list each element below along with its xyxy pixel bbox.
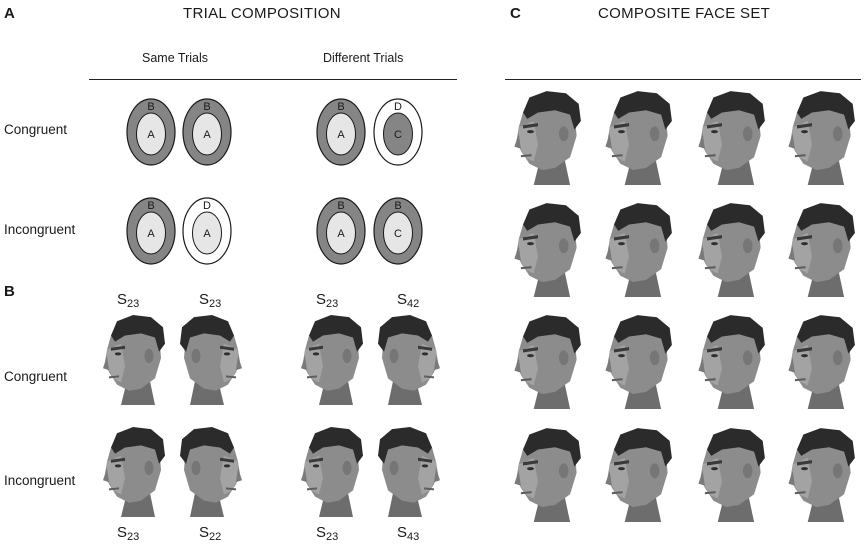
stimulus-oval-5: BA [126, 197, 176, 265]
panel-a-letter: A [4, 5, 15, 22]
panel-c-divider [505, 79, 861, 80]
face-photo-b-r1-c1 [103, 315, 165, 405]
face-photo-c-r3-c1 [514, 315, 581, 409]
face-photo-c-r4-c2 [605, 428, 672, 522]
inner-oval [326, 211, 356, 255]
face-photo-b-r2-c1 [103, 427, 165, 517]
outer-oval-label: D [203, 200, 211, 212]
face-photo-c-r2-c2 [605, 203, 672, 297]
panel-a-title: TRIAL COMPOSITION [183, 5, 341, 22]
row-label-b-incongruent: Incongruent [4, 473, 76, 488]
face-photo-b-r1-c3 [301, 315, 363, 405]
row-label-a-congruent: Congruent [4, 122, 68, 137]
face-photo-c-r3-c4 [788, 315, 855, 409]
inner-oval [136, 112, 166, 156]
panel-a-divider [89, 79, 457, 80]
face-photo-c-r4-c1 [514, 428, 581, 522]
outer-oval-label: B [337, 200, 344, 212]
col-head-same: Same Trials [142, 51, 208, 65]
outer-oval-label: B [147, 101, 154, 113]
inner-oval [383, 112, 413, 156]
stimulus-oval-1: BA [126, 98, 176, 166]
panel-c-letter: C [510, 5, 521, 22]
outer-oval-label: B [203, 101, 210, 113]
row-label-b-congruent: Congruent [4, 369, 68, 384]
face-photo-b-r2-c2 [180, 427, 242, 517]
stim-label-top-4: S42 [397, 291, 420, 310]
inner-oval-label: A [337, 228, 345, 240]
col-head-different: Different Trials [323, 51, 404, 65]
panel-c-title: COMPOSITE FACE SET [598, 5, 771, 22]
stim-label-top-1: S23 [117, 291, 140, 310]
inner-oval [383, 211, 413, 255]
stim-label-bottom-2: S22 [199, 524, 222, 543]
face-photo-c-r2-c4 [788, 203, 855, 297]
face-photo-c-r4-c4 [788, 428, 855, 522]
stimulus-oval-4: DC [373, 98, 423, 166]
stimulus-oval-3: BA [316, 98, 366, 166]
row-label-a-incongruent: Incongruent [4, 222, 76, 237]
face-photo-b-r2-c4 [378, 427, 440, 517]
face-photo-c-r2-c3 [698, 203, 765, 297]
outer-oval-label: D [394, 101, 402, 113]
stim-label-top-3: S23 [316, 291, 339, 310]
face-photo-c-r3-c3 [698, 315, 765, 409]
face-photo-c-r1-c1 [514, 91, 581, 185]
stim-label-bottom-1: S23 [117, 524, 140, 543]
stim-label-bottom-3: S23 [316, 524, 339, 543]
inner-oval [326, 112, 356, 156]
stimulus-oval-2: BA [182, 98, 232, 166]
inner-oval-label: A [203, 228, 211, 240]
face-photo-c-r2-c1 [514, 203, 581, 297]
inner-oval-label: A [147, 129, 155, 141]
face-photo-c-r3-c2 [605, 315, 672, 409]
stimulus-oval-6: DA [182, 197, 232, 265]
stim-label-top-2: S23 [199, 291, 222, 310]
face-photo-c-r4-c3 [698, 428, 765, 522]
inner-oval [192, 112, 222, 156]
inner-oval [136, 211, 166, 255]
inner-oval-label: C [394, 129, 402, 141]
face-photo-b-r1-c2 [180, 315, 242, 405]
inner-oval-label: A [203, 129, 211, 141]
face-photo-c-r1-c4 [788, 91, 855, 185]
inner-oval-label: C [394, 228, 402, 240]
inner-oval [192, 211, 222, 255]
face-photo-b-r1-c4 [378, 315, 440, 405]
panel-b-letter: B [4, 283, 15, 300]
face-photo-c-r1-c2 [605, 91, 672, 185]
inner-oval-label: A [147, 228, 155, 240]
inner-oval-label: A [337, 129, 345, 141]
outer-oval-label: B [337, 101, 344, 113]
stimulus-oval-8: BC [373, 197, 423, 265]
face-photo-b-r2-c3 [301, 427, 363, 517]
face-photo-c-r1-c3 [698, 91, 765, 185]
stimulus-oval-7: BA [316, 197, 366, 265]
stim-label-bottom-4: S43 [397, 524, 420, 543]
outer-oval-label: B [394, 200, 401, 212]
outer-oval-label: B [147, 200, 154, 212]
